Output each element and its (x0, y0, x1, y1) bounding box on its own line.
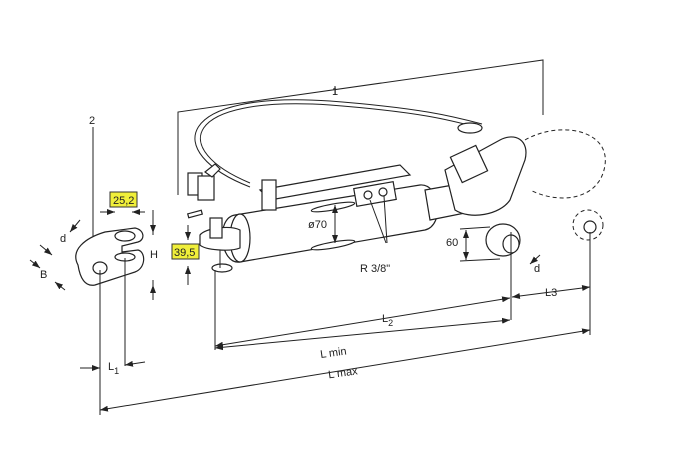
pin-height-value: 39,5 (174, 247, 195, 259)
part-1-label: 1 (332, 86, 338, 98)
l-min-label: L min (319, 345, 347, 361)
part-1-bracket (177, 59, 544, 195)
quick-hook-end (444, 129, 606, 241)
hole-diameter-badge: 25,2 (109, 191, 138, 208)
d-left-label: d (60, 233, 66, 245)
l3-label: L3 (545, 287, 557, 299)
safety-cable (194, 99, 483, 188)
l2-label: L2 (382, 313, 393, 328)
diameter-label: ø70 (308, 219, 327, 231)
b-label: B (40, 269, 47, 281)
part-2-label: 2 (89, 115, 95, 127)
ball-height-label: 60 (446, 237, 458, 249)
d-right-label: d (534, 263, 540, 275)
l-max-label: L max (327, 365, 358, 381)
hydraulic-cylinder (199, 164, 471, 273)
clevis-end (75, 227, 145, 286)
hole-diameter-value: 25,2 (113, 195, 134, 207)
thread-label: R 3/8" (360, 263, 390, 275)
dimension-lines (29, 195, 591, 415)
l1-label: L1 (108, 361, 119, 376)
ball-joint (485, 223, 521, 320)
h-label: H (150, 249, 158, 261)
pin-height-badge: 39,5 (171, 243, 200, 260)
spring-clip (186, 163, 221, 219)
